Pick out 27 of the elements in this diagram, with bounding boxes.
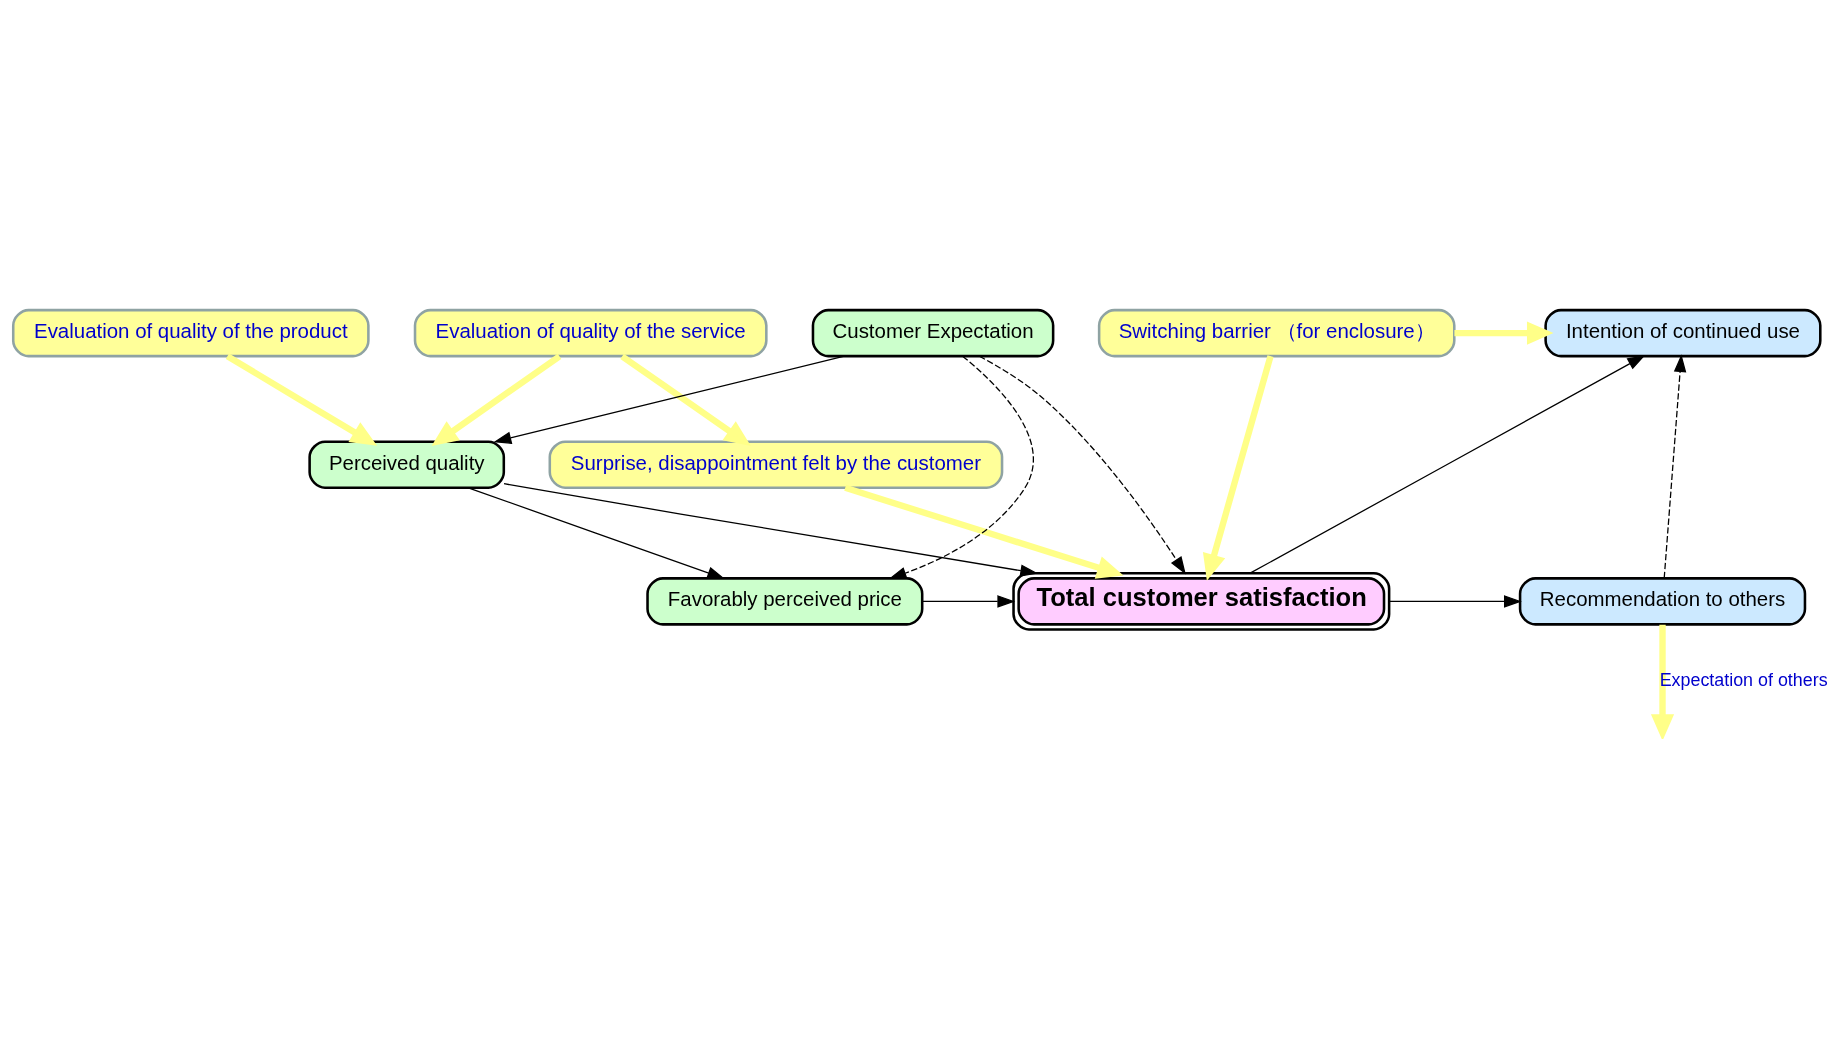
arrow xyxy=(1388,594,1522,608)
arrow xyxy=(1650,624,1675,739)
node-box: Switching barrier （for enclosure） xyxy=(1097,308,1456,357)
arrow xyxy=(493,355,845,444)
node-box: Recommendation to others xyxy=(1518,576,1807,626)
node-box: Surprise, disappointment felt by the customer xyxy=(548,439,1004,489)
arrow xyxy=(620,353,751,446)
arrow xyxy=(1663,353,1687,579)
node-box: Total customer satisfaction xyxy=(1012,571,1391,631)
edge-label: Expectation of others xyxy=(1659,669,1828,690)
node-box: Evaluation of quality of the product xyxy=(11,308,370,357)
arrow xyxy=(921,594,1016,608)
arrow xyxy=(888,355,1034,579)
arrow xyxy=(503,482,1039,577)
arrow xyxy=(1249,354,1646,574)
arrow xyxy=(467,486,726,579)
node-box: Customer Expectation xyxy=(811,308,1055,357)
node-box: Intention of continued use xyxy=(1544,308,1822,357)
arrow xyxy=(1202,354,1274,581)
arrow xyxy=(431,353,562,446)
arrow xyxy=(978,355,1186,575)
node-box: Perceived quality xyxy=(308,439,506,489)
node-box: Evaluation of quality of the service xyxy=(413,308,768,357)
arrow xyxy=(844,484,1124,579)
node-box: Favorably perceived price xyxy=(646,576,924,626)
arrow xyxy=(1454,321,1554,345)
arrow xyxy=(225,353,378,446)
